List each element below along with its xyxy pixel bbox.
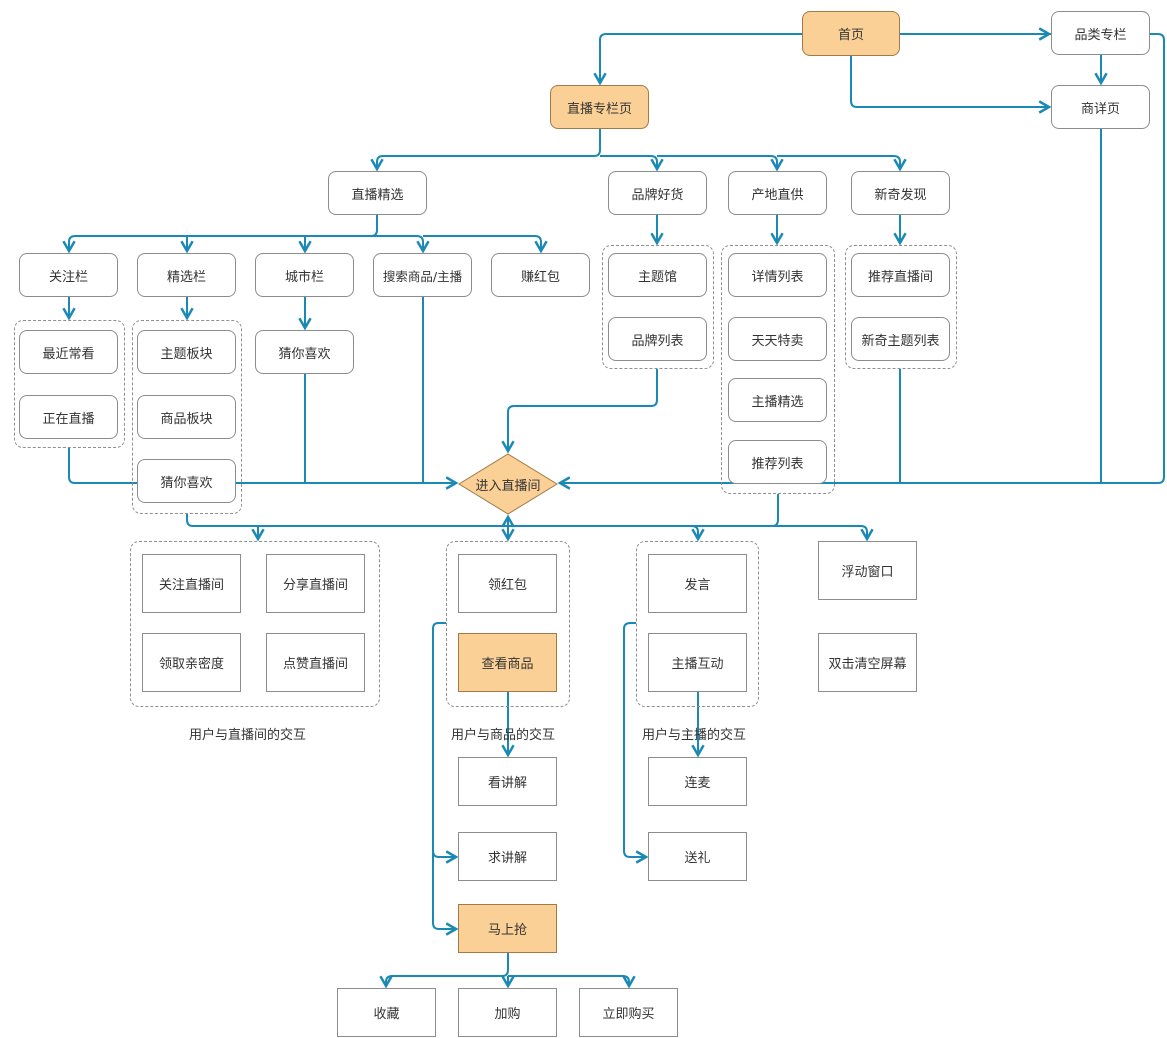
follow-live-node[interactable]: 关注直播间 bbox=[142, 554, 241, 613]
double-tap-clear-node[interactable]: 双击清空屏幕 bbox=[818, 633, 917, 692]
group-brand bbox=[602, 245, 714, 369]
ls-to-search bbox=[371, 235, 430, 254]
col-to-live-select bbox=[370, 129, 601, 172]
speak-node[interactable]: 发言 bbox=[648, 554, 747, 613]
home-to-detail bbox=[850, 56, 1052, 114]
recommend-live-node[interactable]: 推荐直播间 bbox=[851, 253, 950, 297]
rush-to-favorite bbox=[379, 953, 509, 989]
col-to-origin bbox=[657, 155, 784, 172]
col-to-brand bbox=[600, 155, 664, 172]
view-goods-node[interactable]: 查看商品 bbox=[458, 633, 557, 692]
goods-to-ask bbox=[432, 622, 459, 864]
caption-user-live: 用户与直播间的交互 bbox=[189, 728, 307, 743]
group-select bbox=[132, 320, 242, 514]
follow-bar-node[interactable]: 关注栏 bbox=[19, 253, 118, 297]
detail-list-node[interactable]: 详情列表 bbox=[728, 253, 827, 297]
anchor-select-node[interactable]: 主播精选 bbox=[728, 378, 827, 422]
city-bar-node[interactable]: 城市栏 bbox=[255, 253, 354, 297]
brand-list-node[interactable]: 品牌列表 bbox=[608, 317, 707, 361]
enter-live-label: 进入直播间 bbox=[475, 478, 541, 494]
ls-to-earn bbox=[423, 235, 548, 254]
bus-to-float bbox=[698, 525, 874, 542]
brand-goods-node[interactable]: 品牌好货 bbox=[608, 171, 707, 215]
anchor-to-gift bbox=[623, 622, 649, 864]
live-column-node[interactable]: 直播专栏页 bbox=[550, 85, 649, 129]
share-live-node[interactable]: 分享直播间 bbox=[266, 554, 365, 613]
live-select-node[interactable]: 直播精选 bbox=[328, 171, 427, 215]
bus bbox=[186, 494, 779, 527]
col-to-novelty bbox=[777, 155, 907, 172]
recent-view-node[interactable]: 最近常看 bbox=[19, 330, 118, 374]
novel-topic-list-node[interactable]: 新奇主题列表 bbox=[851, 317, 950, 361]
category-node[interactable]: 品类专栏 bbox=[1051, 11, 1150, 55]
topic-block-node[interactable]: 主题板块 bbox=[137, 330, 236, 374]
anchor-interact-node[interactable]: 主播互动 bbox=[648, 633, 747, 692]
brand-to-enter bbox=[501, 369, 658, 454]
send-gift-node[interactable]: 送礼 bbox=[648, 832, 747, 881]
buy-now-node[interactable]: 立即购买 bbox=[579, 988, 678, 1037]
select-bar-node[interactable]: 精选栏 bbox=[137, 253, 236, 297]
float-window-node[interactable]: 浮动窗口 bbox=[818, 541, 917, 600]
watch-explain-node[interactable]: 看讲解 bbox=[458, 757, 557, 806]
earn-redpacket-node[interactable]: 赚红包 bbox=[491, 253, 590, 297]
group-follow bbox=[14, 320, 125, 448]
home-to-live-column bbox=[593, 33, 802, 86]
guess-like-node-city[interactable]: 猜你喜欢 bbox=[255, 330, 354, 374]
guess-like-node-select[interactable]: 猜你喜欢 bbox=[137, 459, 236, 503]
group-user-goods bbox=[446, 541, 570, 707]
enter-live-diamond[interactable] bbox=[458, 453, 558, 515]
mic-link-node[interactable]: 连麦 bbox=[648, 757, 747, 806]
add-cart-node[interactable]: 加购 bbox=[458, 988, 557, 1037]
goods-to-rush bbox=[432, 851, 459, 936]
follow-group-to-enter bbox=[68, 448, 459, 490]
bus-to-user-anchor bbox=[508, 525, 705, 542]
group-user-live bbox=[130, 541, 380, 707]
home-node[interactable]: 首页 bbox=[802, 11, 900, 56]
group-novelty bbox=[845, 245, 957, 369]
group-origin bbox=[721, 245, 835, 494]
get-redpacket-node[interactable]: 领红包 bbox=[458, 554, 557, 613]
like-live-node[interactable]: 点赞直播间 bbox=[266, 633, 365, 692]
outer-to-enter bbox=[557, 33, 1165, 490]
recommend-list-node[interactable]: 推荐列表 bbox=[728, 440, 827, 484]
daily-special-node[interactable]: 天天特卖 bbox=[728, 317, 827, 361]
novelty-node[interactable]: 新奇发现 bbox=[851, 171, 950, 215]
get-intimacy-node[interactable]: 领取亲密度 bbox=[142, 633, 241, 692]
origin-supply-node[interactable]: 产地直供 bbox=[728, 171, 827, 215]
favorite-node[interactable]: 收藏 bbox=[337, 988, 436, 1037]
caption-user-anchor: 用户与主播的交互 bbox=[642, 728, 747, 743]
buy-now-rush-node[interactable]: 马上抢 bbox=[458, 904, 557, 953]
theme-hall-node[interactable]: 主题馆 bbox=[608, 253, 707, 297]
group-user-anchor bbox=[636, 541, 759, 707]
search-node[interactable]: 搜索商品/主播 bbox=[373, 253, 472, 297]
rush-to-buy bbox=[508, 975, 636, 989]
product-detail-node[interactable]: 商详页 bbox=[1051, 85, 1150, 129]
goods-block-node[interactable]: 商品板块 bbox=[137, 395, 236, 439]
ls-to-follow bbox=[62, 215, 378, 254]
ask-explain-node[interactable]: 求讲解 bbox=[458, 832, 557, 881]
now-live-node[interactable]: 正在直播 bbox=[19, 395, 118, 439]
caption-user-goods: 用户与商品的交互 bbox=[451, 728, 556, 743]
